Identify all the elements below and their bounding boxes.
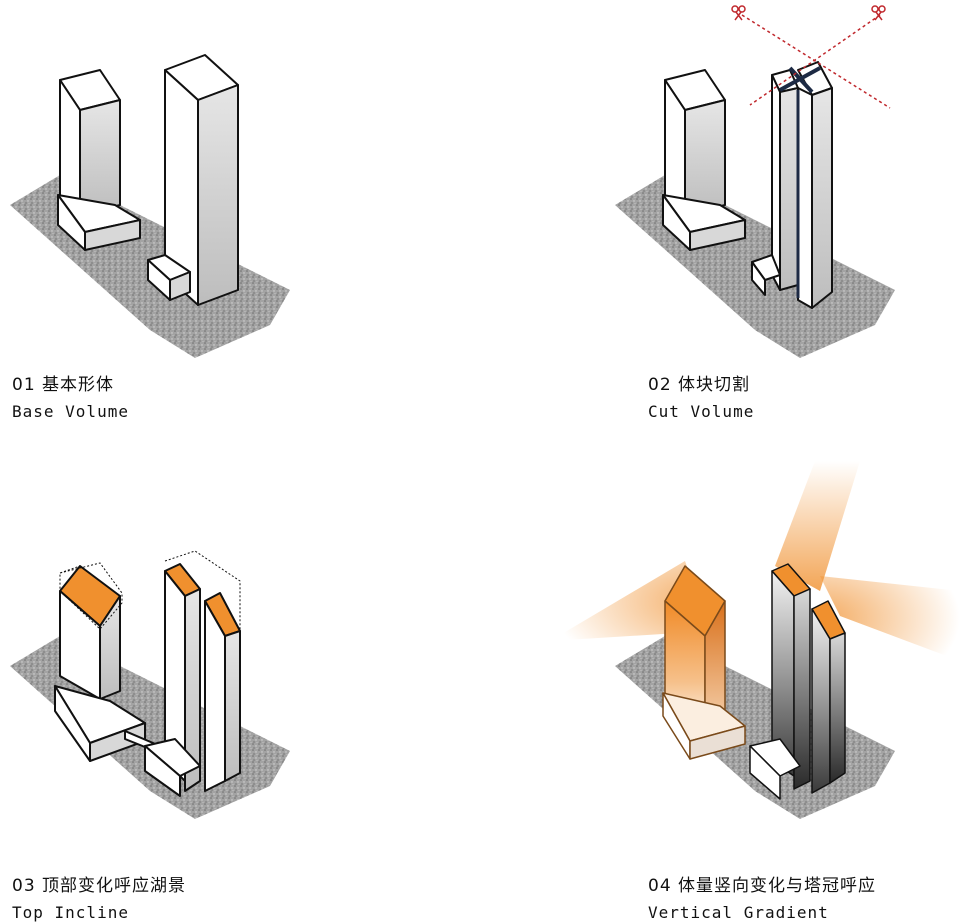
step-3-title-en: Top Incline: [12, 903, 129, 922]
left-tower: [662, 565, 746, 760]
step-4-title-en: Vertical Gradient: [648, 903, 829, 922]
step-2-title-cn: 02 体块切割: [648, 375, 751, 395]
right-tower: [144, 563, 241, 797]
split-tower: [751, 61, 833, 309]
step-3-title-cn: 03 顶部变化呼应湖景: [12, 876, 187, 896]
step-1-title-en: Base Volume: [12, 402, 129, 421]
panel-vertical-gradient: 04 体量竖向变化与塔冠呼应 Vertical Gradient: [480, 461, 960, 922]
light-glow-right: [820, 576, 960, 661]
scissors-icon: [731, 5, 746, 21]
cut-lines: [741, 14, 891, 109]
diagram-top-incline: [10, 550, 290, 819]
left-tower: [54, 565, 161, 762]
light-glow-top: [775, 461, 860, 591]
ground-plane: [10, 636, 290, 819]
scissors-icon: [871, 5, 886, 21]
right-tower: [147, 54, 239, 306]
left-tower: [57, 69, 141, 251]
panel-top-incline: 03 顶部变化呼应湖景 Top Incline: [0, 461, 480, 922]
step-2-title-en: Cut Volume: [648, 402, 755, 421]
diagram-base-volume: [10, 54, 290, 358]
right-tower: [749, 563, 846, 800]
panel-base-volume: 01 基本形体 Base Volume: [0, 0, 480, 461]
diagram-vertical-gradient: [550, 461, 960, 819]
original-volume-outline: [59, 562, 123, 630]
diagram-cut-volume: [615, 5, 895, 358]
ground-plane: [615, 636, 895, 819]
panel-cut-volume: 02 体块切割 Cut Volume: [480, 0, 960, 461]
left-tower: [662, 69, 746, 251]
step-1-title-cn: 01 基本形体: [12, 375, 115, 395]
step-4-title-cn: 04 体量竖向变化与塔冠呼应: [648, 876, 877, 896]
